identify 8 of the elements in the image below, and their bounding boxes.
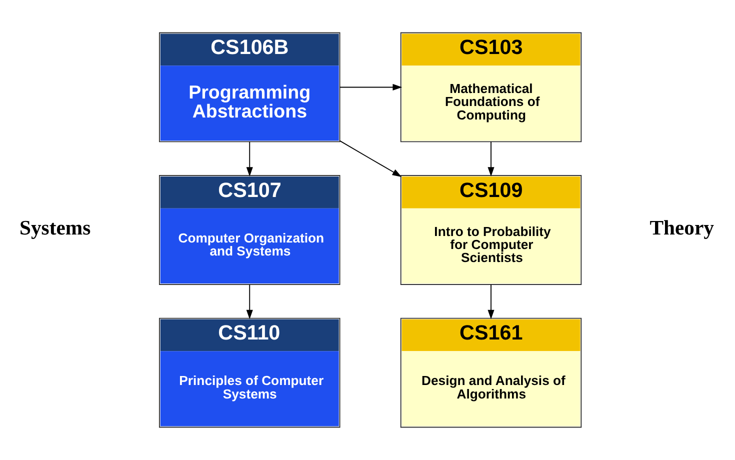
arrow <box>339 84 402 91</box>
arrow <box>246 284 253 320</box>
label: Systems <box>20 217 91 240</box>
arrow <box>246 141 253 176</box>
arrow <box>339 140 402 177</box>
arrow <box>488 284 494 320</box>
label: Theory <box>650 217 714 240</box>
arrow <box>488 141 494 176</box>
